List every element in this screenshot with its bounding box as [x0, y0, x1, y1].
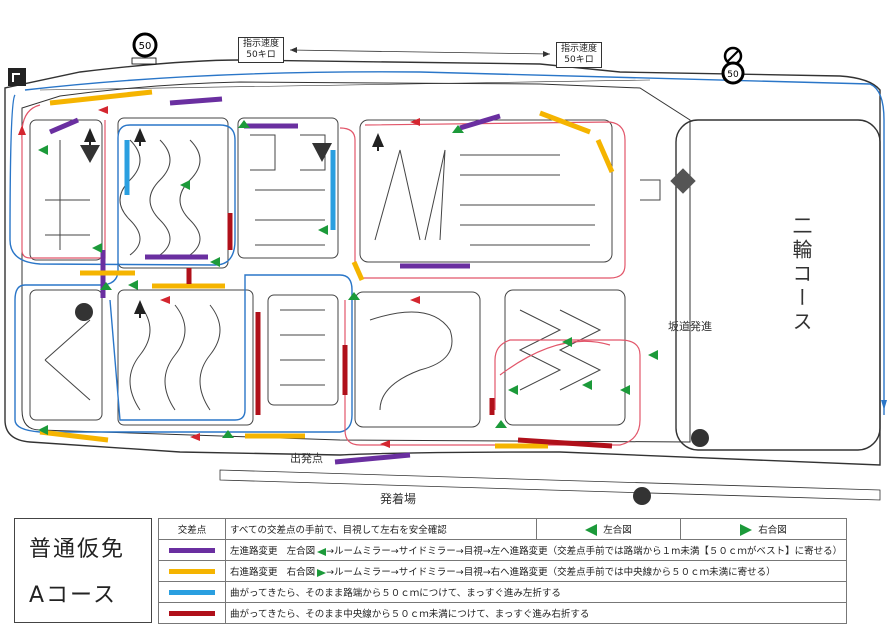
warning-sign-icons — [75, 143, 709, 505]
right-lane-text: →ルームミラー→サイドミラー→目視→右へ進路変更（交差点手前では中央線から５０ｃ… — [326, 567, 776, 578]
legend-row-intersection: 交差点 すべての交差点の手前で、目視して左右を安全確認 左合図 右合図 — [158, 518, 848, 540]
course-map: 50 50 — [4, 32, 887, 505]
road-outline — [4, 59, 881, 501]
legend-row-red: 曲がってきたら、そのまま中央線から５０ｃｍ未満につけて、まっすぐ進み右折する — [158, 602, 848, 624]
tree-icons — [84, 128, 384, 318]
legend-row-blue: 曲がってきたら、そのまま路端から５０ｃｍにつけて、まっすぐ進み左折する — [158, 581, 848, 603]
blue-markers — [124, 140, 336, 230]
arrow-sign-left — [8, 68, 26, 86]
yellow-swatch — [169, 568, 215, 574]
instructed-speed-sign-2: 指示速度 50キロ — [556, 42, 603, 68]
right-signal-icon — [740, 524, 753, 537]
course-title-box: 普通仮免 Aコース — [14, 518, 152, 623]
instructed-speed-sign-1: 指示速度 50キロ — [238, 37, 285, 63]
departure-area-label: 発着場 — [380, 492, 417, 506]
right-signal-cell: 右合図 — [679, 518, 848, 540]
red-markers — [186, 213, 613, 449]
speed-range-arrow — [289, 49, 551, 55]
blue-route — [9, 71, 885, 433]
speed-50-right-text: 50 — [727, 70, 739, 80]
right-signal-label: 右合図 — [758, 524, 787, 536]
pink-route — [21, 104, 641, 446]
left-lane-label: 左進路変更 — [230, 546, 278, 557]
legend-row-right-lane: 右進路変更 右合図→ルームミラー→サイドミラー→目視→右へ進路変更（交差点手前で… — [158, 560, 848, 582]
purple-markers — [49, 96, 501, 465]
course-title-line2: Aコース — [29, 583, 117, 608]
left-lane-text: →ルームミラー→サイドミラー→目視→左へ進路変更（交差点手前では路端から１m未満… — [326, 546, 843, 557]
signal-markers — [38, 120, 658, 438]
intersection-text: すべての交差点の手前で、目視して左右を安全確認 — [224, 518, 538, 540]
exit-point-label: 出発点 — [290, 452, 323, 465]
speed-50-text: 50 — [139, 41, 152, 52]
left-signal-icon — [585, 524, 598, 537]
legend-row-left-lane: 左進路変更 左合図→ルームミラー→サイドミラー→目視→左へ進路変更（交差点手前で… — [158, 539, 848, 561]
inner-blocks — [29, 117, 661, 428]
right-lane-label: 右進路変更 — [230, 567, 278, 578]
right-signal-small-icon — [317, 568, 327, 577]
left-signal-cell: 左合図 — [536, 518, 681, 540]
intersection-header: 交差点 — [158, 518, 226, 540]
purple-swatch — [169, 547, 215, 553]
left-signal-small-icon — [317, 547, 327, 556]
course-title-line1: 普通仮免 — [29, 537, 126, 562]
slope-start-label: 坂道発進 — [668, 320, 712, 333]
direction-arrows — [18, 106, 420, 448]
yellow-markers — [39, 89, 615, 449]
blue-swatch — [169, 589, 215, 595]
blue-text: 曲がってきたら、そのまま路端から５０ｃｍにつけて、まっすぐ進み左折する — [224, 581, 848, 603]
legend-table: 交差点 すべての交差点の手前で、目視して左右を安全確認 左合図 右合図 左進路変… — [158, 518, 848, 624]
motorcycle-course-label: 二輪コース — [789, 215, 813, 335]
red-text: 曲がってきたら、そのまま中央線から５０ｃｍ未満につけて、まっすぐ進み右折する — [224, 602, 848, 624]
left-signal-label: 左合図 — [603, 524, 632, 536]
red-swatch — [169, 610, 215, 616]
speed-limit-sign-left: 50 — [131, 32, 158, 65]
speed-limit-sign-right: 50 — [721, 46, 745, 85]
